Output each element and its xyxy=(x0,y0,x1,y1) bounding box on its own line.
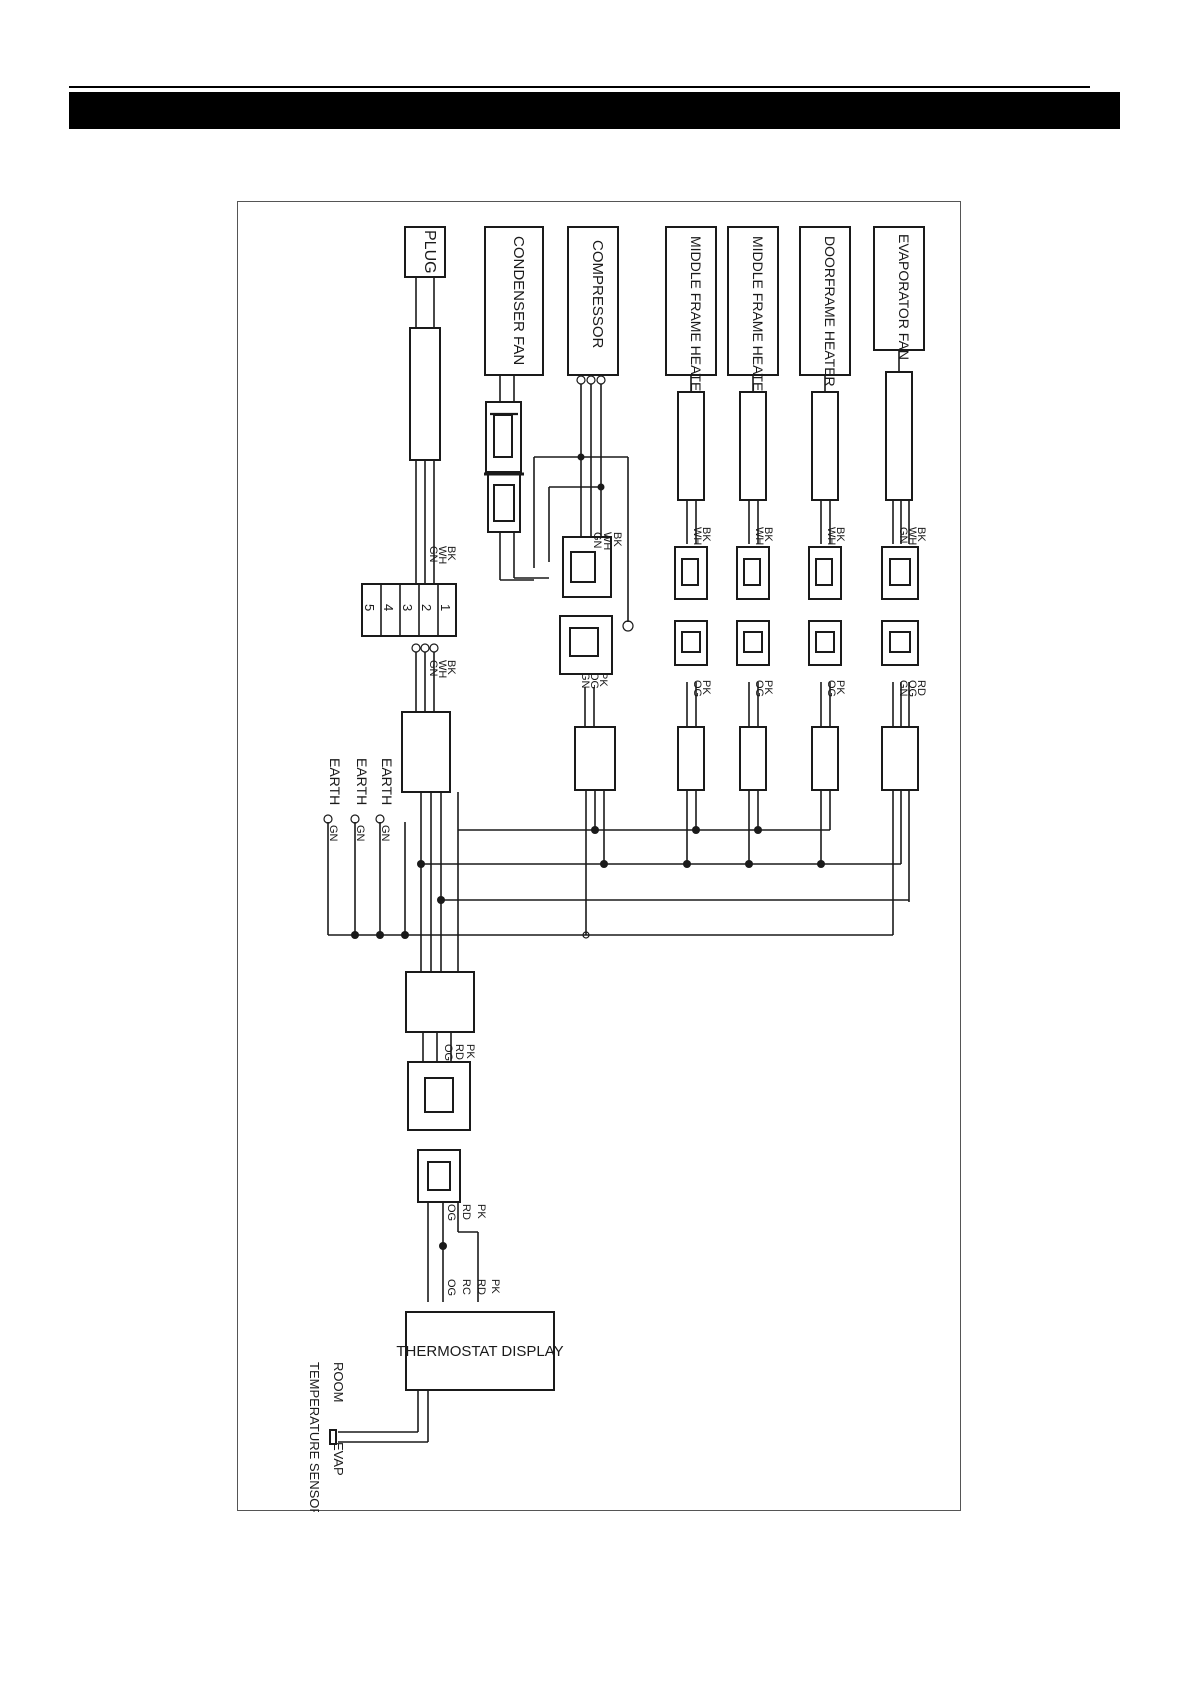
middle-frame-heater-2-label: MIDDLE FRAME HEATER xyxy=(750,236,766,401)
svg-text:GN: GN xyxy=(579,672,591,689)
compressor-harness-codes: PK OG GN xyxy=(579,672,609,689)
svg-text:WH: WH xyxy=(601,532,613,550)
svg-text:PK: PK xyxy=(834,680,846,695)
header-rule xyxy=(69,86,1090,88)
earth-label-3: EARTH xyxy=(327,758,343,805)
svg-text:RC: RC xyxy=(460,1279,472,1295)
doorframe-heater-harness xyxy=(808,375,842,600)
lower-module xyxy=(405,971,475,1131)
plug-box: PLUG xyxy=(404,226,446,278)
middle-frame-heater-2-box: MIDDLE FRAME HEATER xyxy=(727,226,779,401)
evaporator-fan-harness xyxy=(881,350,919,600)
svg-text:PK: PK xyxy=(597,672,609,687)
svg-text:BK: BK xyxy=(611,532,623,547)
terminal-3: 3 xyxy=(400,604,415,611)
middle-frame-heater-1-harness xyxy=(674,375,708,600)
evaporator-fan-label: EVAPORATOR FAN xyxy=(896,234,912,360)
plug-label: PLUG xyxy=(421,230,438,274)
svg-text:WH: WH xyxy=(691,527,703,545)
diagram-frame: PLUG CONDENSER FAN COMPRESSOR MIDDLE FRA… xyxy=(237,201,961,1512)
svg-text:OG: OG xyxy=(825,680,837,697)
svg-text:WH: WH xyxy=(825,527,837,545)
block-output-terminals xyxy=(401,643,451,793)
svg-text:GN: GN xyxy=(427,660,439,677)
terminal-4: 4 xyxy=(381,604,396,611)
heater-harness-codes: PK OG PK OG PK OG RD OG GN xyxy=(691,680,927,697)
svg-text:PK: PK xyxy=(489,1279,501,1294)
svg-text:BK: BK xyxy=(445,546,457,561)
plug-harness xyxy=(409,277,441,544)
middle-frame-heater-2-harness xyxy=(736,375,770,600)
temperature-sensors: ROOM EVAP TEMPERATURE SENSOR xyxy=(307,1362,429,1512)
svg-text:PK: PK xyxy=(464,1044,476,1059)
display-connector-codes: PK RD OG xyxy=(442,1044,476,1061)
svg-text:GN: GN xyxy=(379,825,391,842)
doorframe-heater-label: DOORFRAME HEATER xyxy=(822,236,838,387)
compressor-female-connector xyxy=(559,615,616,930)
svg-text:OG: OG xyxy=(691,680,703,697)
thermostat-display-box: THERMOSTAT DISPLAY xyxy=(396,1311,564,1391)
display-mating-connector xyxy=(417,1149,479,1302)
svg-text:PK: PK xyxy=(475,1204,487,1219)
svg-text:RD: RD xyxy=(460,1204,472,1220)
svg-text:BK: BK xyxy=(445,660,457,675)
room-sensor-label: ROOM xyxy=(331,1362,346,1402)
svg-text:OG: OG xyxy=(445,1204,457,1221)
svg-text:OG: OG xyxy=(588,672,600,689)
earth-label-1: EARTH xyxy=(379,758,395,805)
condenser-fan-label: CONDENSER FAN xyxy=(510,236,527,365)
svg-text:OG: OG xyxy=(906,680,918,697)
temperature-sensor-label: TEMPERATURE SENSOR xyxy=(307,1362,322,1512)
middle-frame-heater-1-label: MIDDLE FRAME HEATER xyxy=(688,236,704,401)
svg-text:RD: RD xyxy=(915,680,927,696)
heater-female-connectors xyxy=(674,620,919,902)
compressor-wire-codes: BK WH GN xyxy=(591,532,623,550)
evaporator-fan-box: EVAPORATOR FAN xyxy=(873,226,925,360)
svg-text:OG: OG xyxy=(753,680,765,697)
svg-text:RD: RD xyxy=(453,1044,465,1060)
svg-text:OG: OG xyxy=(442,1044,454,1061)
earth-label-2: EARTH xyxy=(354,758,370,805)
svg-text:WH: WH xyxy=(436,660,448,678)
doorframe-heater-box: DOORFRAME HEATER xyxy=(799,226,851,387)
terminal-1: 1 xyxy=(438,604,453,611)
heater-wire-codes: BK WH BK WH BK WH BK WH GN xyxy=(691,527,927,545)
terminal-5: 5 xyxy=(362,604,377,611)
svg-text:PK: PK xyxy=(762,680,774,695)
svg-text:WH: WH xyxy=(906,527,918,545)
compressor-leads xyxy=(500,375,634,632)
svg-text:GN: GN xyxy=(327,825,339,842)
svg-text:GN: GN xyxy=(354,825,366,842)
terminal-block: 1 2 3 4 5 xyxy=(361,544,457,637)
svg-text:OG: OG xyxy=(445,1279,457,1296)
condenser-fan-connector xyxy=(484,375,524,580)
compressor-label: COMPRESSOR xyxy=(589,240,606,349)
svg-text:WH: WH xyxy=(753,527,765,545)
svg-text:WH: WH xyxy=(436,546,448,564)
svg-text:GN: GN xyxy=(591,532,603,549)
svg-text:BK: BK xyxy=(915,527,927,542)
bus-lines xyxy=(328,792,909,972)
terminal-2: 2 xyxy=(419,604,434,611)
condenser-fan-box: CONDENSER FAN xyxy=(484,226,544,376)
svg-text:BK: BK xyxy=(834,527,846,542)
evap-sensor-label: EVAP xyxy=(331,1442,346,1476)
svg-text:GN: GN xyxy=(897,527,909,544)
svg-text:GN: GN xyxy=(427,546,439,563)
svg-text:RD: RD xyxy=(475,1279,487,1295)
svg-text:BK: BK xyxy=(700,527,712,542)
svg-text:GN: GN xyxy=(897,680,909,697)
svg-text:BK: BK xyxy=(762,527,774,542)
header-bar xyxy=(69,92,1120,129)
svg-text:PK: PK xyxy=(700,680,712,695)
block-out-wire-codes: BK WH GN xyxy=(427,660,457,678)
thermostat-display-label: THERMOSTAT DISPLAY xyxy=(396,1343,563,1360)
earth-terminals: EARTH GN EARTH GN EARTH GN xyxy=(323,758,409,939)
plug-wire-codes: BK WH GN xyxy=(427,546,457,564)
display-wire-codes: PK RD OG PK RD RC OG xyxy=(445,1204,501,1296)
compressor-box: COMPRESSOR xyxy=(567,226,619,376)
middle-frame-heater-1-box: MIDDLE FRAME HEATER xyxy=(665,226,717,401)
wiring-diagram: PLUG CONDENSER FAN COMPRESSOR MIDDLE FRA… xyxy=(307,226,927,1512)
